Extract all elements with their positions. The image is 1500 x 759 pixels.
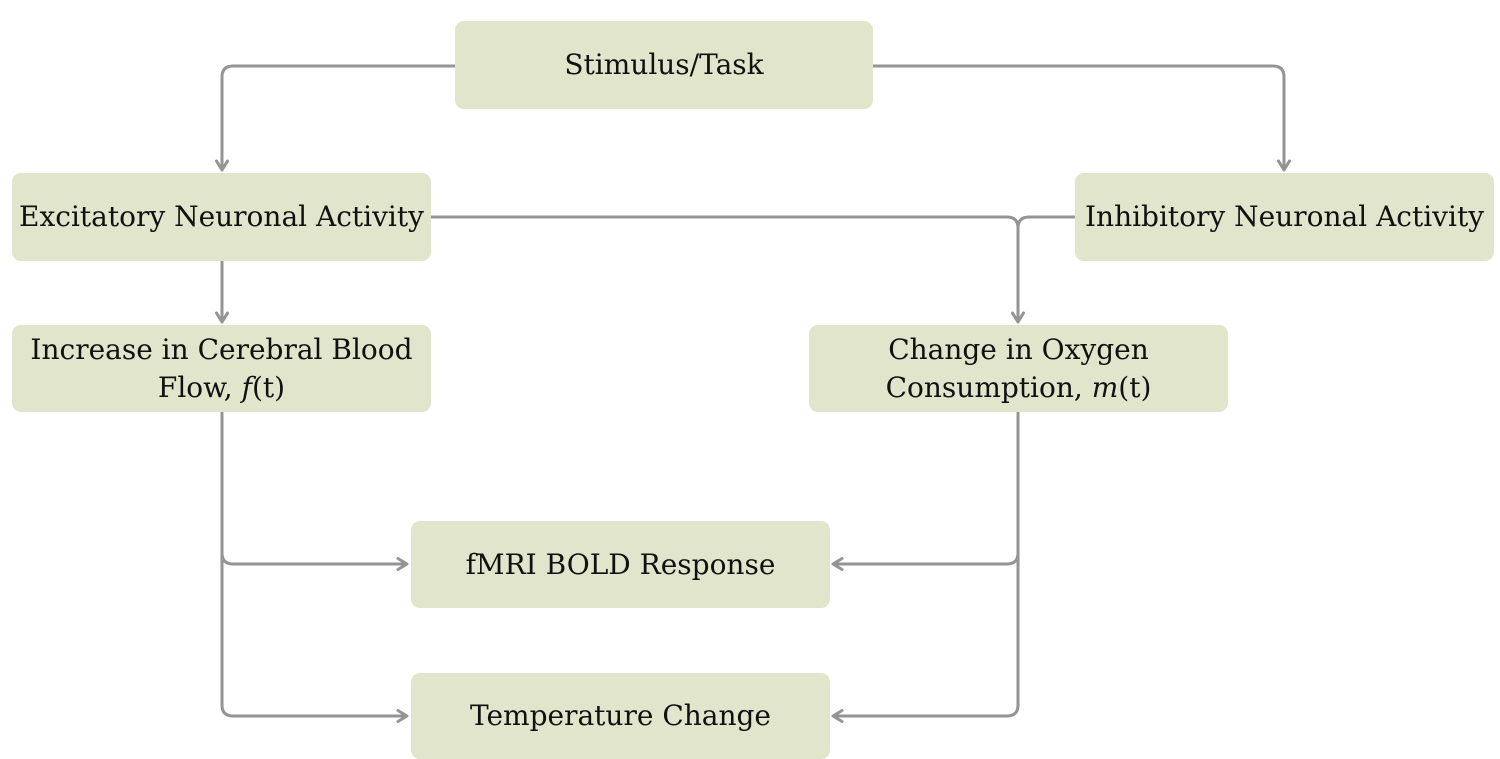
edge-blood-flow-to-temperature [220,553,409,723]
node-cerebral-blood-flow: Increase in Cerebral Blood Flow, f(t) [12,325,431,412]
node-stimulus-task: Stimulus/Task [455,21,873,109]
node-oxygen-consumption: Change in Oxygen Consumption, m(t) [809,325,1228,412]
node-label: Inhibitory Neuronal Activity [1084,200,1485,233]
edge-excitatory-to-oxygen [431,215,1025,324]
edge-oxygen-to-temperature [831,553,1020,723]
node-label: Temperature Change [469,699,771,732]
node-label: fMRI BOLD Response [465,547,776,581]
node-label: Excitatory Neuronal Activity [19,200,424,233]
math-variable: f [241,370,252,404]
node-label-line-1: Change in Oxygen [888,332,1149,366]
node-label: Stimulus/Task [564,48,764,81]
node-temperature-change: Temperature Change [411,673,830,759]
edge-oxygen-to-bold [831,412,1020,571]
math-variable: m [1091,370,1119,404]
node-label-line-1: Increase in Cerebral Blood [30,332,413,366]
edge-stimulus-to-inhibitory [873,64,1291,172]
node-excitatory-neuronal-activity: Excitatory Neuronal Activity [12,173,431,261]
edge-stimulus-to-excitatory [215,64,455,172]
node-fmri-bold-response: fMRI BOLD Response [411,521,830,608]
node-inhibitory-neuronal-activity: Inhibitory Neuronal Activity [1075,173,1494,261]
edge-inhibitory-to-oxygen [1016,215,1075,229]
edge-blood-flow-to-bold [220,412,409,571]
node-label-line-2: Flow, f(t) [157,370,286,404]
node-label-line-2: Consumption, m(t) [885,370,1152,404]
